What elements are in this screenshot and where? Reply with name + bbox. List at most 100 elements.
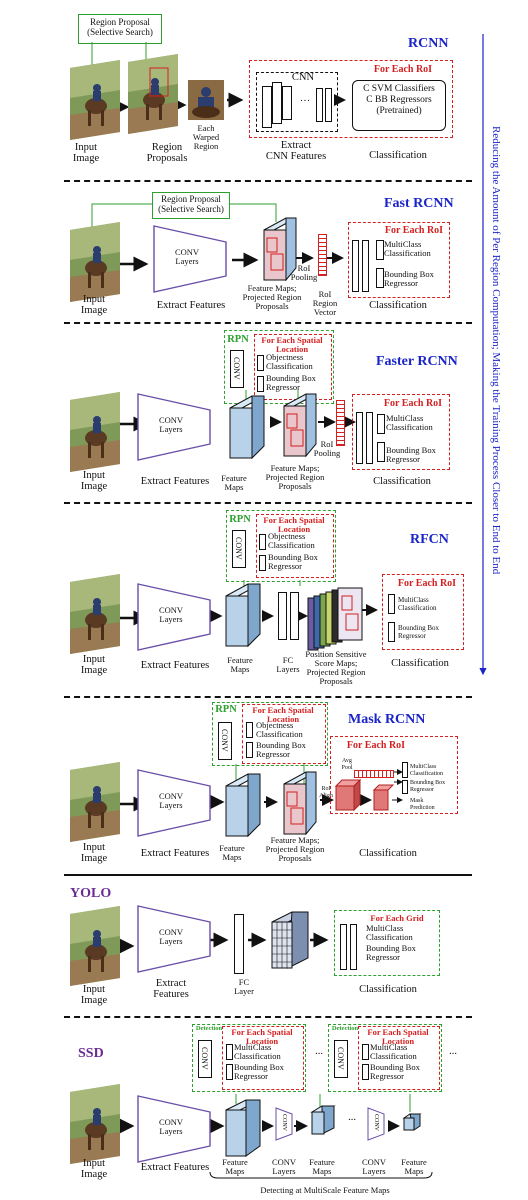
yolo-title: YOLO [70, 886, 112, 901]
rcnn-layer-1 [262, 86, 272, 128]
ssd-detection-box-1 [192, 1024, 306, 1092]
ssd-multiclass-2: MultiClass Classification [370, 1042, 417, 1061]
rfcn-cls-bar [388, 594, 395, 614]
faster-roi-box [352, 394, 450, 470]
rfcn-rpn: RPN [229, 514, 251, 525]
ssd-dots-2: ... [449, 1046, 457, 1057]
mask-for-each-roi: For Each RoI [346, 740, 406, 751]
faster-bbox-bar-rpn [257, 376, 264, 392]
mask-extract-label: Extract Features [140, 848, 210, 859]
faster-conv-trapezoid [137, 393, 211, 461]
rfcn-conv-label: CONV Layers [158, 605, 184, 624]
faster-title: Faster RCNN [376, 354, 458, 369]
ssd-for-each-spatial-1: For Each Spatial Location [231, 1027, 293, 1046]
rcnn-layer-2 [272, 82, 282, 124]
yolo-input-image [70, 906, 120, 986]
rfcn-feature-maps-label: Feature Maps [227, 655, 253, 674]
rfcn-classification: Classification [391, 658, 449, 669]
ssd-detection-2: Detection [331, 1025, 359, 1032]
rcnn-extract-label: Extract CNN Features [265, 140, 327, 162]
fast-region-proposal: Region Proposal (Selective Search) [152, 192, 230, 219]
yolo-fc-bar [234, 914, 244, 974]
ssd-feature-maps-label-2: Feature Maps [309, 1157, 335, 1176]
mask-bbox: Bounding Box Regressor [410, 780, 446, 793]
ssd-cls-bar-1 [226, 1044, 233, 1060]
rfcn-objectness: Objectness Classification [268, 531, 315, 550]
mask-cls-bar [402, 762, 408, 778]
mask-roi-align-label: RoI Align [319, 786, 333, 799]
separator-2 [64, 322, 472, 324]
faster-rpn: RPN [227, 334, 249, 345]
yolo-multiclass: MultiClass Classification [366, 923, 413, 942]
ssd-conv-layers-label-2: CONV Layers [361, 1157, 387, 1176]
fast-bbox: Bounding Box Regressor [384, 269, 434, 288]
rfcn-psm-label: Position Sensitive Score Maps; Projected… [305, 649, 367, 686]
rfcn-rpn-conv: CONV [232, 530, 246, 568]
rfcn-extract-label: Extract Features [140, 660, 210, 671]
ssd-feature-maps-label-1: Feature Maps [222, 1157, 248, 1176]
faster-rpn-conv: CONV [230, 350, 244, 388]
mask-roi-box [330, 736, 458, 814]
ssd-multiclass-1: MultiClass Classification [234, 1042, 281, 1061]
ssd-input-label: Input Image [80, 1158, 108, 1180]
ssd-for-each-spatial-2: For Each Spatial Location [367, 1027, 429, 1046]
mask-roi-feature-blocks [334, 778, 395, 812]
fast-conv-label: CONV Layers [174, 247, 200, 266]
faster-fc-1 [356, 412, 363, 464]
rcnn-classifiers: C SVM Classifiers C BB Regressors (Pretr… [352, 80, 446, 131]
ssd-spatial-box-2 [358, 1026, 440, 1090]
rfcn-input-label: Input Image [80, 654, 108, 676]
rcnn-layer-3 [282, 86, 292, 120]
mask-feature-map [225, 773, 261, 838]
ssd-conv-2: CONV [334, 1040, 348, 1078]
faster-classification: Classification [373, 476, 431, 487]
ssd-input-image [70, 1084, 120, 1164]
mask-bbox-reg: Bounding Box Regressor [256, 740, 306, 759]
faster-feature-maps-proj-label: Feature Maps; Projected Region Proposals [265, 463, 325, 491]
mask-pooled-vector [354, 770, 394, 778]
fast-roi-vector-label: RoI Region Vector [312, 289, 338, 317]
rcnn-warped-image [188, 80, 224, 120]
faster-roi-vector [336, 400, 345, 446]
faster-bbox-bar [377, 442, 385, 462]
ssd-cls-bar-2 [362, 1044, 369, 1060]
faster-input-label: Input Image [80, 470, 108, 492]
rcnn-input-label: Input Image [72, 142, 100, 164]
mask-obj-bar [246, 722, 253, 738]
faster-cls-bar [377, 414, 385, 434]
mask-for-each-spatial: For Each Spatial Location [252, 705, 314, 724]
mask-feature-maps-label: Feature Maps [219, 843, 245, 862]
mask-prediction: Mask Prediction [410, 798, 435, 811]
ssd-spatial-box-1 [222, 1026, 304, 1090]
yolo-conv-label: CONV Layers [158, 927, 184, 946]
rcnn-proposals-label: Region Proposals [146, 142, 188, 164]
fast-feature-map [263, 217, 297, 282]
rfcn-fc-1 [278, 592, 287, 640]
faster-multiclass: MultiClass Classification [386, 413, 433, 432]
faster-obj-bar [257, 355, 264, 371]
mask-title: Mask RCNN [348, 712, 426, 727]
ssd-extract-label: Extract Features [140, 1162, 210, 1173]
rcnn-dots: ··· [299, 96, 311, 107]
mask-conv-trapezoid [137, 769, 211, 837]
mask-rpn-conv: CONV [218, 722, 232, 760]
rfcn-feature-map [225, 583, 261, 648]
rfcn-spatial-box [256, 514, 334, 578]
yolo-conv-trapezoid [137, 905, 211, 973]
mask-multiclass: MultiClass Classification [410, 764, 443, 777]
fast-title: Fast RCNN [384, 196, 454, 211]
fast-roi-pooling-label: RoI Pooling [290, 263, 318, 282]
yolo-grid [271, 911, 309, 969]
fast-fc-2 [362, 240, 369, 292]
rcnn-fc-1 [316, 88, 323, 122]
ssd-conv-label: CONV Layers [158, 1117, 184, 1136]
rfcn-conv-trapezoid [137, 583, 211, 651]
rcnn-region-proposal: Region Proposal (Selective Search) [78, 14, 162, 44]
mask-input-image [70, 762, 120, 842]
mask-rpn-box [212, 702, 328, 766]
ssd-bbox-bar-1 [226, 1064, 233, 1080]
ssd-conv-trapezoid [137, 1095, 211, 1163]
fast-input-label: Input Image [80, 294, 108, 316]
mask-feature-maps-proj-label: Feature Maps; Projected Region Proposals [265, 835, 325, 863]
ssd-conv-trap-1-label: CONV [281, 1114, 287, 1132]
